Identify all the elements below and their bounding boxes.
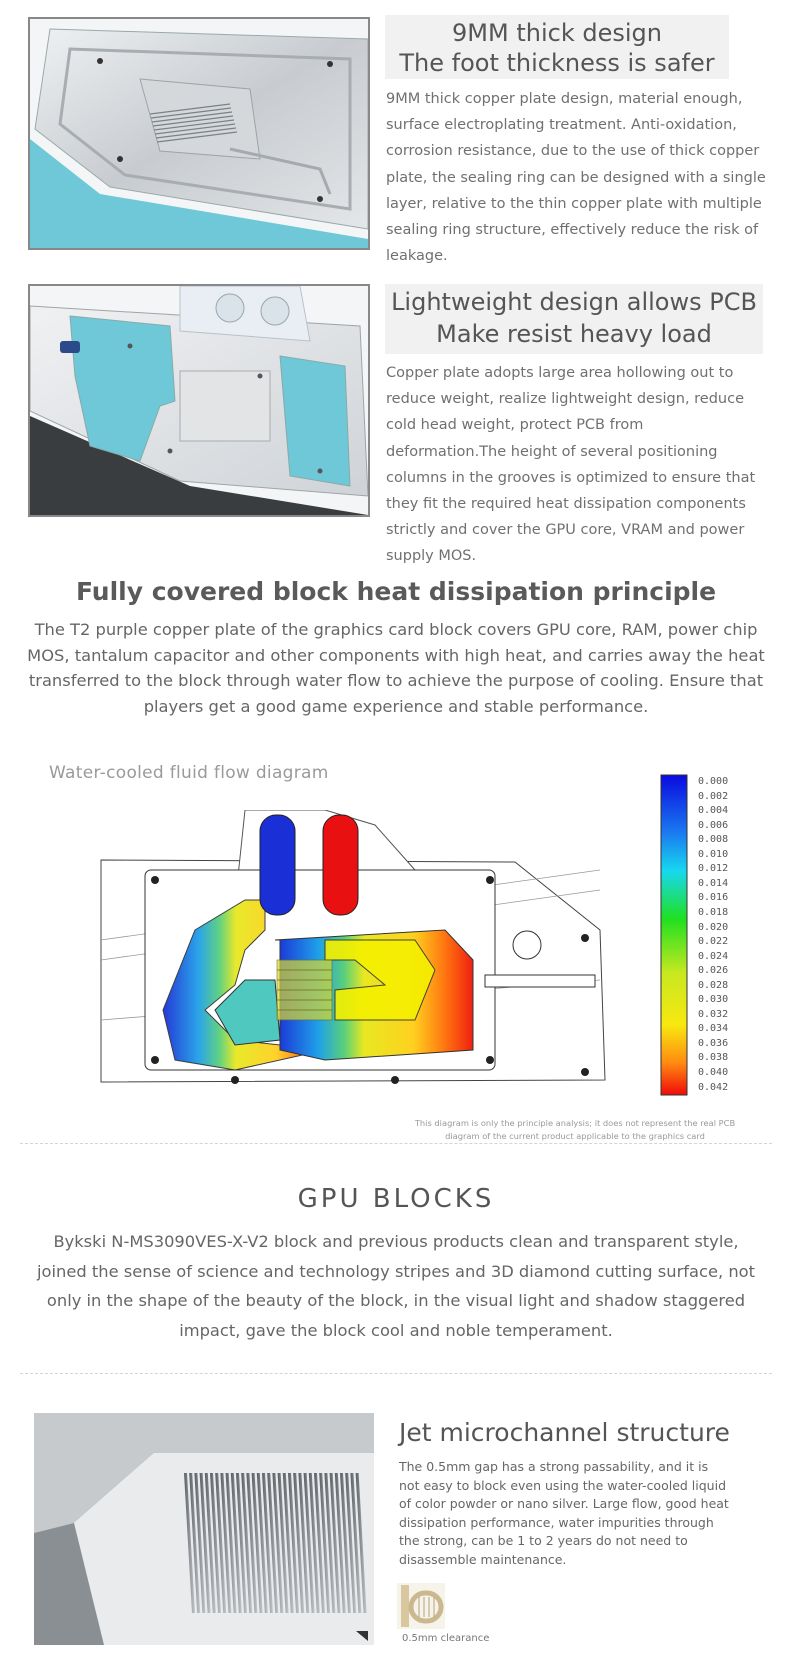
fin: [256, 1473, 268, 1613]
fluid-flow-diagram: [100, 810, 606, 1084]
fin: [282, 1473, 294, 1613]
legend-label: 0.004: [698, 805, 729, 817]
fin: [308, 1473, 320, 1613]
fin: [199, 1473, 211, 1613]
fin: [267, 1473, 279, 1613]
fin: [246, 1473, 258, 1613]
principle-title: Fully covered block heat dissipation pri…: [75, 577, 717, 606]
fin: [272, 1473, 284, 1613]
lightweight-plate-image: [28, 284, 370, 517]
fin: [251, 1473, 263, 1613]
fin: [277, 1473, 289, 1613]
feature1-title-line2: The foot thickness is safer: [399, 49, 715, 77]
fin: [194, 1473, 206, 1613]
legend-label: 0.030: [698, 994, 729, 1006]
fin: [204, 1473, 216, 1613]
copper-block-illustration: [30, 19, 368, 248]
fin: [340, 1473, 351, 1613]
legend-label: 0.022: [698, 936, 729, 948]
feature1-heading: 9MM thick design The foot thickness is s…: [385, 15, 729, 79]
legend-label: 0.038: [698, 1052, 729, 1064]
pressure-legend-bar: [660, 774, 688, 1096]
legend-label: 0.020: [698, 921, 729, 933]
legend-label: 0.002: [698, 790, 729, 802]
fin: [288, 1473, 299, 1613]
fin: [189, 1473, 201, 1613]
legend-label: 0.014: [698, 877, 729, 889]
section-divider-2: [20, 1373, 772, 1374]
thick-copper-plate-image: [28, 17, 370, 250]
legend-label: 0.032: [698, 1008, 729, 1020]
flow-diagram-title: Water-cooled fluid flow diagram: [49, 763, 329, 783]
fin: [184, 1473, 195, 1613]
fin: [334, 1473, 346, 1613]
fin: [329, 1473, 341, 1613]
fin: [319, 1473, 331, 1613]
jet-body: The 0.5mm gap has a strong passability, …: [399, 1459, 729, 1567]
fin: [355, 1473, 367, 1613]
legend-label: 0.016: [698, 892, 729, 904]
diagram-disclaimer: This diagram is only the principle analy…: [414, 1118, 736, 1141]
feature2-title-line1: Lightweight design allows PCB: [391, 288, 757, 316]
legend-label: 0.036: [698, 1037, 729, 1049]
legend-label: 0.026: [698, 965, 729, 977]
legend-label: 0.010: [698, 848, 729, 860]
gpu-blocks-body: Bykski N-MS3090VES-X-V2 block and previo…: [37, 1232, 755, 1340]
feature2-heading: Lightweight design allows PCB Make resis…: [385, 284, 763, 354]
microchannel-fins-image: [34, 1413, 374, 1645]
feature2-title-line2: Make resist heavy load: [436, 319, 712, 348]
fin: [210, 1473, 221, 1613]
legend-label: 0.012: [698, 863, 729, 875]
feature1-title-line1: 9MM thick design: [452, 19, 662, 47]
fin: [220, 1473, 232, 1613]
fin: [236, 1473, 247, 1613]
feature2-body: Copper plate adopts large area hollowing…: [386, 365, 756, 565]
legend-label: 0.028: [698, 979, 729, 991]
fin: [314, 1473, 325, 1613]
gpu-blocks-title: GPU BLOCKS: [297, 1184, 495, 1214]
legend-label: 0.034: [698, 1023, 729, 1035]
fin: [225, 1473, 237, 1613]
section-divider: [20, 1143, 772, 1144]
legend-label: 0.024: [698, 950, 729, 962]
fin: [262, 1473, 273, 1613]
clearance-label: 0.5mm clearance: [402, 1633, 490, 1644]
fin: [298, 1473, 310, 1613]
legend-label: 0.008: [698, 834, 729, 846]
legend-label: 0.040: [698, 1067, 729, 1078]
hollow-plate-illustration: [30, 286, 368, 515]
legend-label: 0.042: [698, 1081, 729, 1093]
legend-label: 0.006: [698, 819, 729, 831]
clearance-detail-icon: [397, 1583, 445, 1629]
fin: [345, 1473, 357, 1613]
fin: [230, 1473, 242, 1613]
fin: [241, 1473, 253, 1613]
fin: [350, 1473, 362, 1613]
fin: [215, 1473, 227, 1613]
fin: [303, 1473, 315, 1613]
principle-body: The T2 purple copper plate of the graphi…: [27, 620, 765, 716]
fin: [324, 1473, 336, 1613]
jet-title: Jet microchannel structure: [399, 1418, 730, 1447]
feature1-body: 9MM thick copper plate design, material …: [386, 91, 766, 265]
legend-label: 0.000: [698, 776, 729, 787]
fin: [293, 1473, 305, 1613]
legend-label: 0.018: [698, 906, 729, 918]
